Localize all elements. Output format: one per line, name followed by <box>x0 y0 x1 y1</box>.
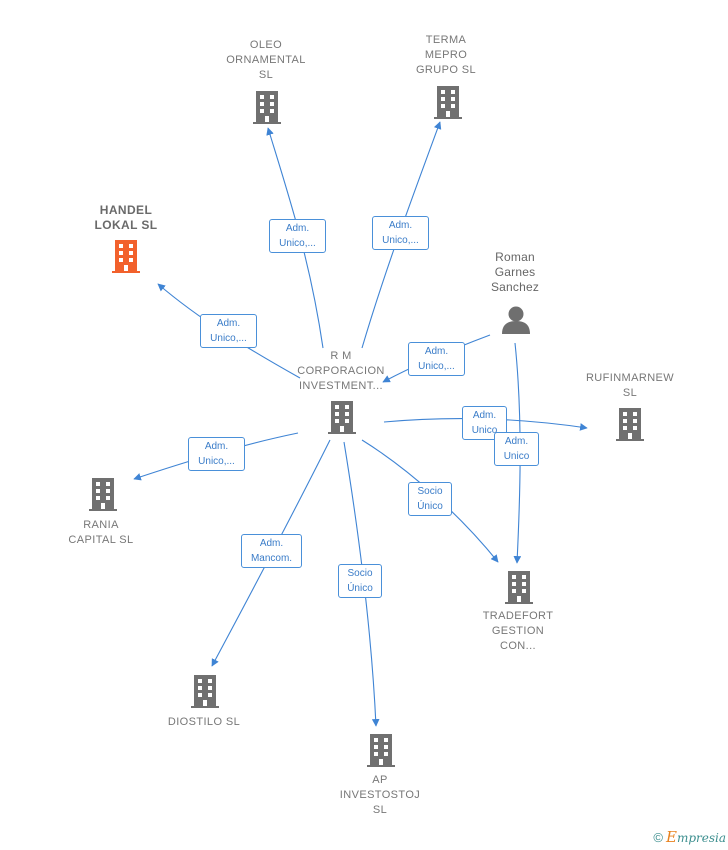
node-label-terma[interactable]: TERMA MEPRO GRUPO SL <box>415 34 477 76</box>
node-label-diostilo[interactable]: DIOSTILO SL <box>167 716 241 728</box>
building-icon[interactable] <box>367 734 395 767</box>
node-label-oleo[interactable]: OLEO ORNAMENTAL SL <box>226 39 306 81</box>
brand-logo-text: mpresia <box>676 831 726 845</box>
node-label-tradefort[interactable]: TRADEFORT GESTION CON... <box>482 610 554 652</box>
footer-brand: ©Empresia <box>653 828 726 846</box>
building-icon[interactable] <box>434 86 462 119</box>
building-icon[interactable] <box>112 240 140 273</box>
node-label-ap[interactable]: AP INVESTOSTOJ SL <box>339 774 421 816</box>
building-icon[interactable] <box>253 91 281 124</box>
edge-label-center-oleo[interactable]: Adm. Unico,... <box>269 219 326 253</box>
building-icon[interactable] <box>191 675 219 708</box>
person-icon[interactable] <box>502 306 530 335</box>
node-label-rania[interactable]: RANIA CAPITAL SL <box>68 519 134 546</box>
edge-label-center-terma[interactable]: Adm. Unico,... <box>372 216 429 250</box>
building-icon[interactable] <box>89 478 117 511</box>
node-label-center[interactable]: R M CORPORACION INVESTMENT... <box>297 350 385 392</box>
node-label-roman[interactable]: Roman Garnes Sanchez <box>490 250 540 294</box>
node-label-handel[interactable]: HANDEL LOKAL SL <box>94 203 158 232</box>
edge-label-center-ap[interactable]: Socio Único <box>338 564 382 598</box>
building-icon[interactable] <box>505 571 533 604</box>
edge-label-center-rania[interactable]: Adm. Unico,... <box>188 437 245 471</box>
edge-label-center-handel[interactable]: Adm. Unico,... <box>200 314 257 348</box>
edge-label-roman-tradefort[interactable]: Adm. Unico <box>494 432 539 466</box>
building-icon[interactable] <box>616 408 644 441</box>
edge-label-roman-center[interactable]: Adm. Unico,... <box>408 342 465 376</box>
building-icon[interactable] <box>328 401 356 434</box>
copyright-icon: © <box>653 830 663 845</box>
node-label-rufin[interactable]: RUFINMARNEW SL <box>585 372 675 399</box>
edge-label-center-diostilo[interactable]: Adm. Mancom. <box>241 534 302 568</box>
edge-label-center-tradefort[interactable]: Socio Único <box>408 482 452 516</box>
brand-logo-initial: E <box>665 828 677 846</box>
